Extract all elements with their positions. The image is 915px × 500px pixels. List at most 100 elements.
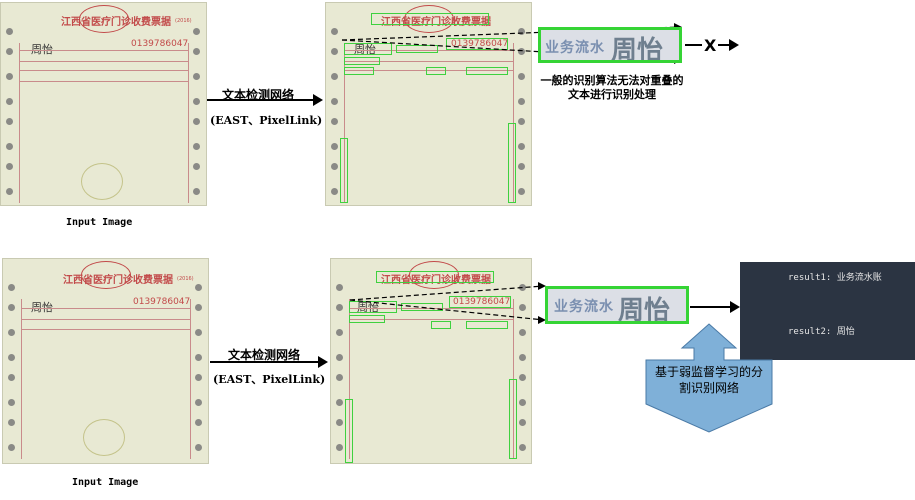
perforation-hole xyxy=(518,118,525,125)
detection-box xyxy=(431,321,451,329)
perforation-hole xyxy=(336,329,343,336)
detection-box xyxy=(371,13,489,25)
segmentation-network-callout xyxy=(645,323,773,433)
input-invoice-image-bottom: 江西省医疗门诊收费票据 (2016) 0139786047 周怡 xyxy=(2,258,209,464)
perforation-hole xyxy=(8,399,15,406)
perforation-hole xyxy=(6,98,13,105)
perforation-hole xyxy=(195,374,202,381)
perforation-hole xyxy=(331,48,338,55)
rule-line xyxy=(344,50,514,51)
perforation-hole xyxy=(336,354,343,361)
input-image-caption-bottom: Input Image xyxy=(72,477,139,488)
perforation-hole xyxy=(6,163,13,170)
perforation-hole xyxy=(336,399,343,406)
seal-stamp xyxy=(409,261,459,289)
rule-line xyxy=(21,308,191,309)
perforation-hole xyxy=(519,399,526,406)
perforation-hole xyxy=(519,304,526,311)
detection-box xyxy=(508,123,516,203)
perforation-hole xyxy=(6,28,13,35)
perforation-hole xyxy=(6,188,13,195)
detection-network-models-bottom: (EAST、PixelLink) xyxy=(213,373,326,386)
perforation-hole xyxy=(8,419,15,426)
perforation-hole xyxy=(193,118,200,125)
detection-box xyxy=(349,301,397,313)
detection-box xyxy=(446,38,508,50)
rule-line xyxy=(21,329,191,330)
perforation-hole xyxy=(518,28,525,35)
rule-line xyxy=(188,43,189,203)
perforation-hole xyxy=(331,188,338,195)
perforation-hole xyxy=(518,143,525,150)
perforation-hole xyxy=(6,48,13,55)
perforation-hole xyxy=(193,143,200,150)
perforation-hole xyxy=(195,399,202,406)
detection-box xyxy=(396,45,438,53)
perforation-hole xyxy=(195,329,202,336)
overlap-text-crop-top: 业务流水 周怡 xyxy=(538,27,682,63)
perforation-hole xyxy=(193,73,200,80)
perforation-hole xyxy=(193,163,200,170)
rule-line xyxy=(19,61,189,62)
perforation-hole xyxy=(336,419,343,426)
perforation-hole xyxy=(195,444,202,451)
perforation-hole xyxy=(8,354,15,361)
perforation-hole xyxy=(193,188,200,195)
perforation-hole xyxy=(8,374,15,381)
perforation-hole xyxy=(193,28,200,35)
perforation-hole xyxy=(518,98,525,105)
detection-network-models-top: (EAST、PixelLink) xyxy=(210,114,323,127)
seal-stamp xyxy=(404,5,454,33)
rule-line xyxy=(19,43,20,203)
perforation-hole xyxy=(519,419,526,426)
perforation-hole xyxy=(8,329,15,336)
perforation-hole xyxy=(331,28,338,35)
perforation-hole xyxy=(6,73,13,80)
detection-network-label-top: 文本检测网络 xyxy=(222,88,295,102)
recognition-result-panel: result1: 业务流水账 result2: 周怡 xyxy=(740,262,915,360)
rule-line xyxy=(349,319,514,320)
perforation-hole xyxy=(336,444,343,451)
perforation-hole xyxy=(193,98,200,105)
rule-line xyxy=(19,50,189,51)
rule-line xyxy=(344,70,514,71)
detection-box xyxy=(376,271,494,283)
input-invoice-image-top: 江西省医疗门诊收费票据 (2016) 0139786047 周怡 xyxy=(0,2,207,206)
perforation-hole xyxy=(331,98,338,105)
detected-invoice-image-bottom: 江西省医疗门诊收费票据 0139786047 周怡 xyxy=(330,258,532,464)
rule-line xyxy=(21,319,191,320)
perforation-hole xyxy=(518,188,525,195)
perforation-hole xyxy=(195,284,202,291)
overlap-text-crop-bottom: 业务流水 周怡 xyxy=(545,286,689,324)
rule-line xyxy=(344,43,345,203)
perforation-hole xyxy=(193,48,200,55)
perforation-hole xyxy=(336,284,343,291)
perforation-hole xyxy=(519,329,526,336)
perforation-hole xyxy=(8,284,15,291)
detection-arrow-bottom xyxy=(210,356,328,368)
perforation-hole xyxy=(518,163,525,170)
perforation-hole xyxy=(8,444,15,451)
detection-box xyxy=(344,57,380,65)
invoice-title: 江西省医疗门诊收费票据 xyxy=(61,17,171,28)
detection-box xyxy=(466,67,508,75)
rule-line xyxy=(190,299,191,459)
perforation-hole xyxy=(195,304,202,311)
recognition-arrow-bottom xyxy=(690,301,740,313)
rule-line xyxy=(19,70,189,71)
detection-box xyxy=(449,296,511,308)
detection-arrow-top xyxy=(207,94,323,106)
limitation-note: 一般的识别算法无法对重叠的文本进行识别处理 xyxy=(540,74,684,101)
perforation-hole xyxy=(331,73,338,80)
perforation-hole xyxy=(519,354,526,361)
perforation-hole xyxy=(518,48,525,55)
perforation-hole xyxy=(331,118,338,125)
perforation-hole xyxy=(8,304,15,311)
perforation-hole xyxy=(195,419,202,426)
perforation-hole xyxy=(519,374,526,381)
detection-box xyxy=(344,67,374,75)
perforation-hole xyxy=(331,143,338,150)
detection-network-label-bottom: 文本检测网络 xyxy=(228,348,301,362)
rule-line xyxy=(349,299,350,459)
invoice-phone: 0139786047 xyxy=(131,39,189,49)
